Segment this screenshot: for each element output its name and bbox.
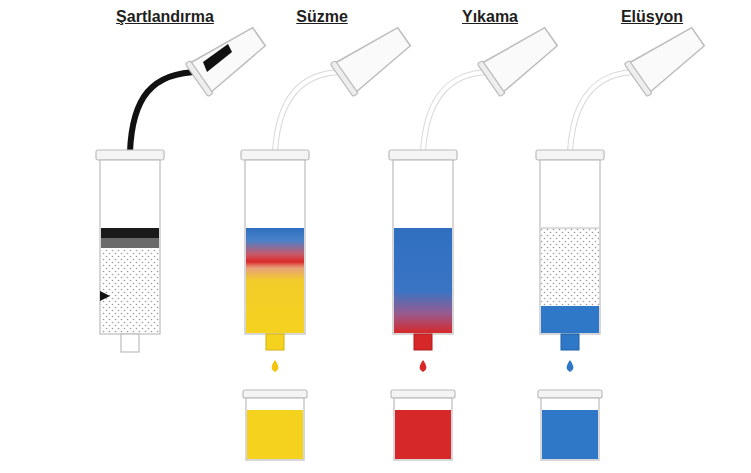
column-loading	[241, 20, 415, 460]
step-heading: Yıkama	[462, 8, 518, 26]
column-conditioning	[96, 20, 270, 352]
step-heading: Elüsyon	[621, 8, 683, 26]
step-heading: Süzme	[296, 8, 348, 26]
column-washing	[389, 20, 562, 460]
column-elution	[536, 20, 709, 460]
step-heading: Şartlandırma	[116, 8, 214, 26]
